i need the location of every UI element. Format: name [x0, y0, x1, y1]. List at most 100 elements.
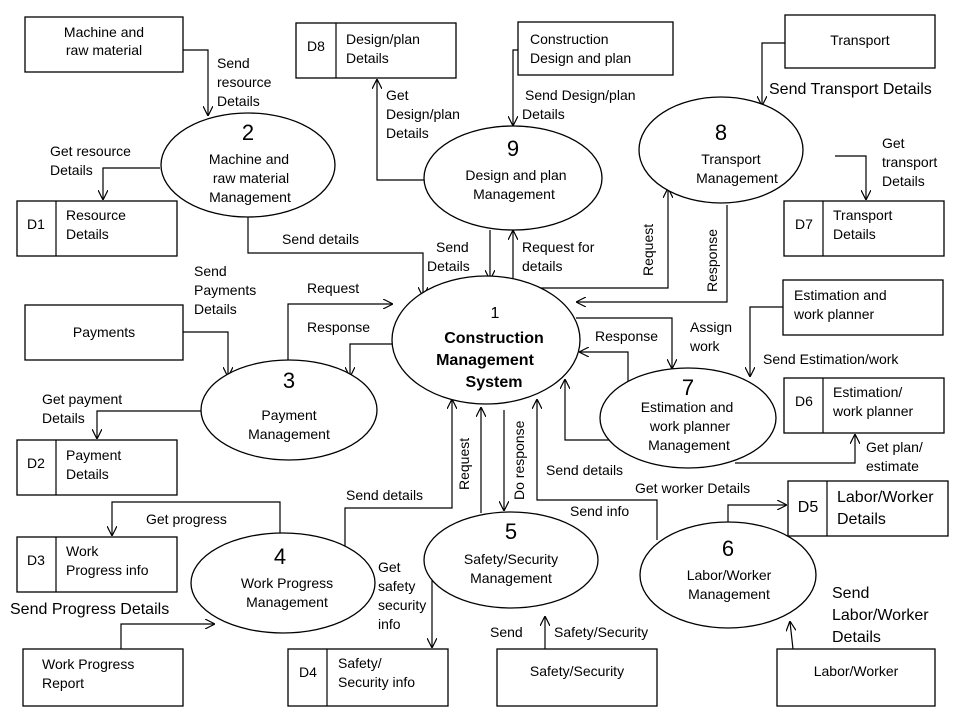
store-d8: D8 Design/plan Details [295, 22, 457, 79]
flow-label: Get payment [42, 391, 122, 407]
flow-label: Response [595, 328, 658, 344]
flow-label: Send [217, 55, 250, 71]
flow-send-transport [762, 42, 785, 105]
store-label: Resource [66, 207, 126, 223]
flow-send-labor [790, 622, 793, 650]
flow-get-resource [103, 167, 160, 199]
store-id: D8 [307, 38, 325, 54]
flow-get-payment [97, 410, 203, 438]
flow-label: Send [436, 239, 469, 255]
store-label: Details [833, 226, 876, 242]
entity-label: Construction [530, 31, 609, 47]
entity-label: raw material [66, 42, 142, 58]
process-label: Management [473, 186, 555, 202]
entity-label: Payments [73, 324, 135, 340]
process-number: 1 [491, 305, 500, 322]
flow-label: Send details [346, 487, 423, 503]
entity-label: Design and plan [530, 50, 631, 66]
flow-get-design [377, 80, 425, 181]
process-4-work-progress: 4 Work Progress Management [190, 532, 376, 634]
process-label: Management [436, 352, 534, 369]
store-label: Details [837, 511, 886, 528]
store-d1: D1 Resource Details [16, 200, 178, 257]
store-label: Details [346, 50, 389, 66]
entity-transport: Transport [784, 14, 936, 69]
flow-label: Assign [690, 319, 732, 335]
process-label: Construction [444, 330, 544, 347]
entity-label: Work Progress [42, 656, 134, 672]
flow-label: transport [882, 154, 937, 170]
flow-send-details-p2 [247, 215, 423, 296]
process-number: 9 [507, 136, 519, 161]
flow-request-p8 [538, 189, 668, 289]
process-8-transport: 8 Transport Management [638, 96, 804, 204]
flow-label: Response [704, 229, 720, 292]
store-d5: D5 Labor/Worker Details [787, 480, 949, 537]
flow-get-plan [735, 435, 855, 464]
entity-label: Transport [830, 32, 890, 48]
process-label: Work Progress [241, 575, 333, 591]
flow-response-p7 [580, 352, 629, 384]
flow-label: Details [42, 410, 85, 426]
process-number: 6 [722, 536, 734, 561]
entity-label: Report [42, 675, 84, 691]
flow-get-safety [432, 579, 440, 647]
store-label: work planner [832, 403, 913, 419]
flow-label: Get worker Details [635, 480, 750, 496]
process-1-construction-management-system: 1 Construction Management System [391, 275, 581, 405]
flow-label: Safety/Security [554, 624, 648, 640]
flow-label: Labor/Worker [832, 607, 929, 624]
flow-label: Request [456, 438, 472, 490]
flow-label: Details [50, 162, 93, 178]
store-d6: D6 Estimation/ work planner [783, 377, 945, 434]
process-2-machine-raw-material: 2 Machine and raw material Management [160, 112, 336, 218]
store-id: D2 [27, 455, 45, 471]
process-number: 7 [682, 375, 694, 400]
flow-response-p8 [577, 205, 728, 302]
flow-response-p3 [350, 343, 392, 376]
flow-label: info [378, 616, 401, 632]
flow-label: Details [522, 106, 565, 122]
process-label: Management [648, 437, 730, 453]
flow-label: Details [882, 173, 925, 189]
flow-label: work [689, 338, 721, 354]
store-label: Payment [66, 447, 121, 463]
flow-send-progress [120, 624, 214, 649]
flow-label: Send Progress Details [10, 601, 169, 618]
store-label: Details [66, 226, 109, 242]
flow-label: Details [427, 258, 470, 274]
entity-label: Machine and [64, 24, 144, 40]
flow-label: Get resource [50, 143, 131, 159]
store-label: Estimation/ [833, 384, 902, 400]
entity-machine-raw-material: Machine and raw material [24, 16, 184, 73]
flow-get-worker [727, 505, 786, 525]
flow-send-resource [183, 49, 208, 115]
store-id: D5 [798, 499, 819, 516]
store-label: Transport [833, 207, 893, 223]
flow-label: Design/plan [386, 106, 460, 122]
store-label: Details [66, 466, 109, 482]
flow-labels: Send resource Details Get resource Detai… [10, 55, 937, 646]
flow-label: security [378, 597, 426, 613]
process-label: Management [248, 426, 330, 442]
process-label: Management [209, 189, 291, 205]
flow-assign-work [576, 317, 672, 368]
entity-labor-worker: Labor/Worker [776, 648, 936, 707]
store-label: Work [66, 543, 99, 559]
entity-work-progress-report: Work Progress Report [22, 648, 184, 707]
process-label: Payment [261, 407, 316, 423]
store-id: D4 [299, 664, 317, 680]
process-label: Safety/Security [464, 551, 558, 567]
flow-label: safety [378, 578, 415, 594]
flow-send-details-p4 [344, 400, 452, 548]
process-number: 5 [505, 519, 517, 544]
store-d4: D4 Safety/ Security info [287, 648, 449, 707]
process-label: Estimation and [641, 399, 734, 415]
entity-label: Estimation and [794, 287, 887, 303]
process-7-estimation-work-planner: 7 Estimation and work planner Management [599, 367, 777, 469]
process-label: Machine and [209, 151, 289, 167]
flow-label: Get plan/ [866, 439, 923, 455]
flow-request-p3 [287, 304, 392, 360]
flow-label: Send info [570, 503, 629, 519]
flow-get-progress [112, 501, 281, 540]
